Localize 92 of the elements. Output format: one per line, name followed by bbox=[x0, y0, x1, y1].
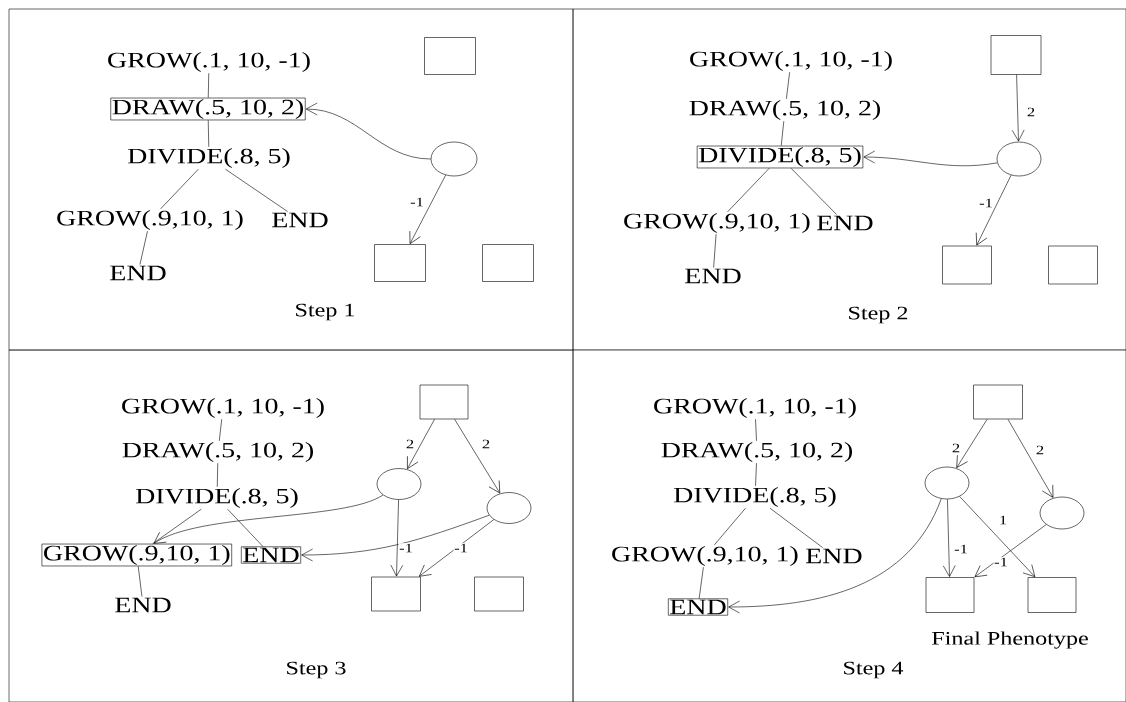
square-box bbox=[990, 35, 1042, 75]
tree-line bbox=[207, 72, 210, 99]
edge-label: 2 bbox=[481, 439, 491, 449]
instruction-text: DIVIDE(.8, 5) bbox=[135, 488, 298, 508]
highlighted-instruction: DIVIDE(.8, 5) bbox=[696, 145, 864, 169]
arrow bbox=[153, 494, 384, 544]
square-box bbox=[925, 577, 975, 613]
edge-label: -1 bbox=[953, 544, 969, 554]
tree-line bbox=[790, 168, 837, 215]
instruction-text: GROW(.9,10, 1) bbox=[57, 210, 243, 230]
arrow bbox=[863, 150, 998, 167]
highlighted-instruction: END bbox=[668, 598, 728, 616]
arrow bbox=[956, 419, 988, 468]
edge-label: 2 bbox=[1026, 107, 1036, 117]
arrow bbox=[390, 499, 404, 577]
tree-line bbox=[727, 168, 770, 213]
circle bbox=[1039, 496, 1085, 530]
instruction-text: END bbox=[806, 548, 862, 564]
square-box bbox=[371, 576, 421, 612]
square-box bbox=[482, 244, 534, 282]
tree-line bbox=[219, 418, 223, 442]
instruction-text: GROW(.1, 10, -1) bbox=[654, 398, 856, 418]
circle bbox=[376, 468, 422, 500]
tree-line bbox=[137, 566, 143, 597]
square-box bbox=[424, 37, 476, 75]
tree-line bbox=[786, 71, 790, 100]
instruction-text: END bbox=[685, 268, 741, 284]
tree-line bbox=[698, 566, 704, 599]
square-box bbox=[374, 244, 426, 282]
tree-line bbox=[152, 508, 202, 545]
arrow bbox=[728, 498, 942, 614]
circle bbox=[486, 492, 532, 524]
arrow bbox=[974, 524, 1047, 578]
edge-label: -1 bbox=[978, 198, 994, 208]
edge-label: -1 bbox=[398, 543, 414, 553]
arrow bbox=[454, 419, 501, 494]
caption-text: Final Phenotype bbox=[931, 631, 1088, 649]
square-box bbox=[474, 576, 524, 612]
circle bbox=[430, 141, 478, 177]
instruction-text: END bbox=[272, 212, 328, 228]
circle bbox=[924, 466, 970, 500]
edge-label: -1 bbox=[453, 543, 469, 553]
edge-label: 2 bbox=[951, 443, 961, 453]
arrow bbox=[942, 499, 956, 577]
instruction-text: GROW(.1, 10, -1) bbox=[690, 51, 892, 71]
tree-line bbox=[139, 230, 148, 265]
instruction-text: GROW(.9,10, 1) bbox=[612, 546, 798, 566]
square-box bbox=[942, 245, 992, 285]
circle bbox=[996, 141, 1042, 177]
edge-label: -1 bbox=[993, 557, 1009, 567]
tree-line bbox=[225, 168, 288, 212]
instruction-text: DRAW(.5, 10, 2) bbox=[661, 442, 852, 462]
arrow bbox=[418, 519, 495, 577]
highlighted-instruction: END bbox=[241, 546, 302, 564]
tree-line bbox=[216, 462, 219, 488]
tree-line bbox=[755, 462, 757, 487]
instruction-text: END bbox=[115, 597, 171, 613]
tree-line bbox=[227, 508, 264, 547]
highlighted-instruction: GROW(.9,10, 1) bbox=[41, 543, 232, 567]
arrow bbox=[959, 496, 1036, 578]
arrow bbox=[409, 174, 446, 244]
tree-line bbox=[713, 233, 717, 268]
arrow bbox=[1007, 419, 1054, 498]
arrow bbox=[975, 174, 1012, 246]
arrow bbox=[305, 102, 431, 160]
tree-line bbox=[755, 418, 757, 442]
arrow bbox=[1011, 74, 1025, 142]
square-box bbox=[973, 384, 1023, 420]
tree-line bbox=[780, 120, 785, 147]
arrow bbox=[301, 514, 490, 562]
instruction-text: GROW(.9,10, 1) bbox=[624, 213, 810, 233]
square-box bbox=[1027, 577, 1077, 613]
instruction-text: GROW(.1, 10, -1) bbox=[122, 398, 324, 418]
instruction-text: DRAW(.5, 10, 2) bbox=[689, 100, 880, 120]
instruction-text: END bbox=[110, 265, 166, 281]
instruction-text: DIVIDE(.8, 5) bbox=[673, 487, 836, 507]
tree-line bbox=[714, 507, 746, 546]
edge-label: 1 bbox=[998, 515, 1008, 525]
instruction-text: END bbox=[817, 215, 873, 231]
tree-line bbox=[207, 120, 210, 148]
instruction-text: GROW(.1, 10, -1) bbox=[108, 52, 310, 72]
square-box bbox=[419, 384, 469, 420]
edge-label: 2 bbox=[1035, 445, 1045, 455]
instruction-text: DIVIDE(.8, 5) bbox=[127, 148, 290, 168]
square-box bbox=[1048, 245, 1098, 285]
tree-line bbox=[769, 507, 823, 548]
edge-label: -1 bbox=[409, 197, 425, 207]
instruction-text: DRAW(.5, 10, 2) bbox=[122, 442, 313, 462]
tree-line bbox=[160, 168, 199, 210]
edge-label: 2 bbox=[405, 439, 415, 449]
highlighted-instruction: DRAW(.5, 10, 2) bbox=[110, 97, 306, 121]
arrow bbox=[407, 419, 435, 470]
